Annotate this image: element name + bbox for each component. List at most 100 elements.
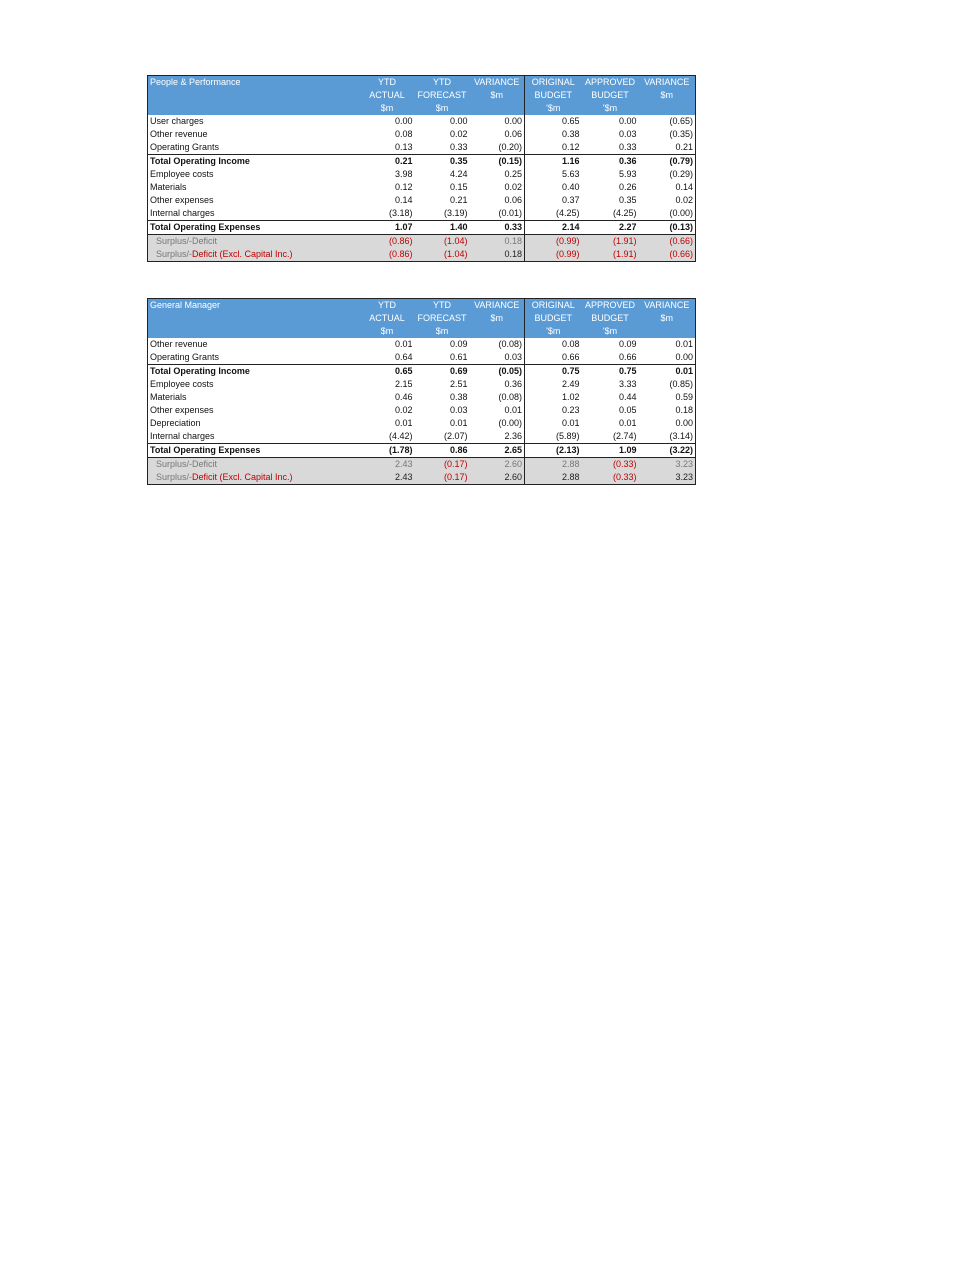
cell: 0.37 xyxy=(561,195,580,205)
cell: 0.00 xyxy=(394,116,413,126)
row-label: Employee costs xyxy=(150,169,214,179)
cell: 0.03 xyxy=(469,351,525,365)
cell: (0.08) xyxy=(469,338,525,351)
cell: 0.64 xyxy=(394,352,413,362)
cell: 0.33 xyxy=(618,142,637,152)
cell: 0.38 xyxy=(449,392,468,402)
cell: (3.19) xyxy=(443,208,468,218)
cell: 0.66 xyxy=(618,352,637,362)
cell: 0.23 xyxy=(561,405,580,415)
table-row: Operating Grants 0.64 0.61 0.03 0.66 0.6… xyxy=(148,351,696,365)
cell: 0.38 xyxy=(561,129,580,139)
cell: 0.59 xyxy=(675,392,693,402)
cell: (3.22) xyxy=(638,443,696,458)
cell: 0.00 xyxy=(675,418,693,428)
cell: 1.09 xyxy=(581,443,639,458)
cell: (0.00) xyxy=(469,417,525,430)
cell: 3.98 xyxy=(394,169,413,179)
cell: (0.08) xyxy=(469,391,525,404)
cell: 2.60 xyxy=(469,471,525,485)
cell: (0.79) xyxy=(638,154,696,168)
cell: 0.09 xyxy=(618,339,637,349)
cell: 0.05 xyxy=(618,405,637,415)
row-label: Materials xyxy=(150,392,187,402)
cell: 0.40 xyxy=(561,182,580,192)
total-operating-expenses-row: Total Operating Expenses (1.78) 0.86 2.6… xyxy=(147,443,696,458)
cell: 0.13 xyxy=(394,142,413,152)
table-row: Materials 0.12 0.15 0.02 0.40 0.26 0.14 xyxy=(148,181,696,194)
cell: 0.00 xyxy=(618,116,637,126)
cell: 2.88 xyxy=(524,471,582,485)
cell: (2.07) xyxy=(443,431,468,441)
cell: (0.66) xyxy=(638,234,696,248)
cell: (0.35) xyxy=(669,129,693,139)
cell: 2.36 xyxy=(469,430,525,444)
table-row: User charges 0.00 0.00 0.00 0.65 0.00 (0… xyxy=(148,115,696,128)
cell: 0.01 xyxy=(618,418,637,428)
cell: 0.86 xyxy=(414,443,470,458)
cell: 2.43 xyxy=(359,457,415,471)
cell: 0.35 xyxy=(414,154,470,168)
cell: 2.65 xyxy=(469,443,525,458)
cell: (0.33) xyxy=(581,457,639,471)
cell: (0.29) xyxy=(669,169,693,179)
cell: 0.18 xyxy=(469,248,525,262)
row-label: User charges xyxy=(150,116,204,126)
cell: 1.02 xyxy=(561,392,580,402)
cell: 0.21 xyxy=(675,142,693,152)
cell: 0.18 xyxy=(469,234,525,248)
cell: (4.25) xyxy=(612,208,637,218)
row-label: Materials xyxy=(150,182,187,192)
cell: 0.01 xyxy=(675,339,693,349)
row-label: Other expenses xyxy=(150,405,214,415)
table-row: Depreciation 0.01 0.01 (0.00) 0.01 0.01 … xyxy=(148,417,696,430)
cell: (1.04) xyxy=(414,248,470,262)
cell: 0.03 xyxy=(449,405,468,415)
cell: (0.00) xyxy=(669,208,693,218)
table-row: Internal charges (3.18) (3.19) (0.01) (4… xyxy=(148,207,696,221)
cell: 2.43 xyxy=(359,471,415,485)
row-label: Surplus/-Deficit (Excl. Capital Inc.) xyxy=(147,471,360,485)
cell: 0.21 xyxy=(359,154,415,168)
cell: 0.02 xyxy=(675,195,693,205)
row-label: Surplus/-Deficit (Excl. Capital Inc.) xyxy=(147,248,360,262)
cell: 0.21 xyxy=(449,195,468,205)
cell: (0.13) xyxy=(638,220,696,235)
cell: (1.78) xyxy=(359,443,415,458)
surplus-deficit-row: Surplus/-Deficit (0.86) (1.04) 0.18 (0.9… xyxy=(147,234,696,248)
cell: 3.23 xyxy=(638,457,696,471)
row-label: Employee costs xyxy=(150,379,214,389)
cell: 0.75 xyxy=(524,364,582,378)
cell: 0.33 xyxy=(449,142,468,152)
cell: 0.18 xyxy=(675,405,693,415)
row-label: Other revenue xyxy=(150,339,208,349)
cell: (3.18) xyxy=(388,208,413,218)
cell: (0.33) xyxy=(581,471,639,485)
row-label: Internal charges xyxy=(150,208,215,218)
cell: (1.91) xyxy=(581,248,639,262)
cell: 0.09 xyxy=(449,339,468,349)
cell: 0.69 xyxy=(414,364,470,378)
total-operating-income-row: Total Operating Income 0.65 0.69 (0.05) … xyxy=(147,364,696,378)
table-title: General Manager xyxy=(147,298,360,338)
row-label: Surplus/-Deficit xyxy=(147,457,360,471)
surplus-deficit-excl-capital-row: Surplus/-Deficit (Excl. Capital Inc.) (0… xyxy=(147,248,696,262)
cell: (0.99) xyxy=(524,248,582,262)
cell: 0.08 xyxy=(561,339,580,349)
cell: 1.40 xyxy=(414,220,470,235)
cell: 0.01 xyxy=(561,418,580,428)
cell: (3.14) xyxy=(669,431,693,441)
cell: (4.25) xyxy=(555,208,580,218)
cell: 0.75 xyxy=(581,364,639,378)
cell: 0.00 xyxy=(449,116,468,126)
cell: 2.88 xyxy=(524,457,582,471)
cell: (0.05) xyxy=(469,364,525,378)
cell: 1.16 xyxy=(524,154,582,168)
cell: (0.66) xyxy=(638,248,696,262)
cell: 0.01 xyxy=(394,339,413,349)
